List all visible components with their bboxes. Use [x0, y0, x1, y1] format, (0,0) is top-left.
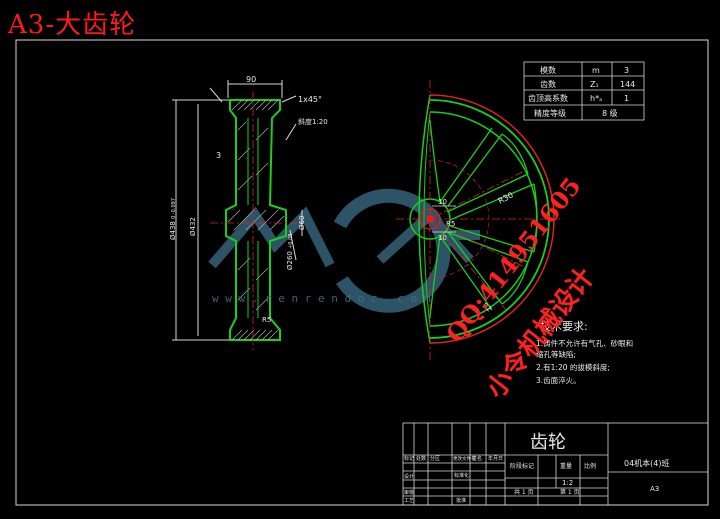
title-row-label-5: 签名 — [472, 455, 482, 462]
title-sheets: 共 1 页 — [514, 488, 534, 496]
tech-item-1: 1.铸件不允许有气孔、砂眼和 — [536, 338, 633, 348]
dim-width-top: 90 — [246, 75, 256, 84]
title-row-label-6: 年月日 — [488, 455, 503, 462]
param-label-module: 模数 — [540, 65, 556, 75]
title-std-label: 标准化 — [454, 472, 469, 479]
dim-root-diameter: Ø432 — [189, 217, 197, 236]
title-scale: 1:2 — [562, 479, 573, 487]
dim-small-radius: R5 — [446, 220, 455, 228]
param-sym-addendum: h*ₐ — [590, 94, 602, 103]
param-table — [523, 61, 645, 121]
title-row-review: 审核 — [404, 489, 414, 496]
watermark-logo — [208, 188, 480, 313]
dim-chamfer: 1x45° — [298, 95, 322, 104]
title-stage-label: 阶段标记 — [510, 462, 534, 470]
tech-title: 技术要求: — [540, 320, 588, 333]
title-org: 04机本(4)班 — [624, 458, 670, 468]
param-label-grade: 精度等级 — [534, 108, 566, 118]
tech-item-3: 3.齿面淬火。 — [536, 375, 581, 385]
dim-outer-tolerance: 0 -0.097 — [171, 198, 177, 219]
dim-angle: 3 — [216, 151, 221, 160]
title-row-design: 设计 — [404, 473, 414, 480]
section-view — [172, 80, 303, 350]
title-size: A3 — [650, 485, 659, 493]
watermark-site: w w w . r e n r e n d o c . c o m — [212, 292, 431, 305]
tech-item-2: 2.有1:20 的拔模斜度; — [536, 362, 610, 372]
param-val-module: 3 — [624, 66, 629, 75]
param-sym-module: m — [592, 66, 600, 75]
tech-item-1b: 缩孔等缺陷; — [536, 349, 576, 359]
title-row-process: 工艺 — [404, 498, 414, 504]
dim-bore-tolerance: +0.08 — [288, 234, 294, 249]
dim-bore-diameter: Ø260 +0.08 — [286, 234, 294, 270]
title-row-label-2: 处数 — [416, 455, 426, 462]
dim-hub-diameter: Ø60 — [298, 216, 306, 230]
gear-section-outline — [225, 99, 287, 341]
title-row-label-4: 更改文件号 — [453, 455, 476, 462]
dim-outer-diameter: Ø438 0 -0.097 — [169, 198, 177, 240]
title-scale-label: 比例 — [584, 462, 596, 470]
param-val-grade: 8 级 — [602, 108, 618, 118]
dim-bore-diameter-value: Ø260 — [286, 251, 294, 270]
dim-web-thickness: 10 — [438, 198, 447, 206]
param-label-addendum: 齿顶高系数 — [528, 93, 568, 103]
title-block — [402, 422, 709, 506]
dim-web-thickness-2: 10 — [438, 234, 447, 242]
param-val-addendum: 1 — [624, 94, 629, 103]
overlay-title: A3-大齿轮 — [8, 10, 137, 40]
title-part-name: 齿轮 — [530, 432, 566, 453]
drawing-border — [15, 39, 709, 506]
dim-taper: 斜度1:20 — [298, 117, 328, 126]
dim-outer-diameter-value: Ø438 — [169, 221, 177, 240]
title-weight-label: 重量 — [560, 462, 572, 470]
dim-hub-radius: R5 — [262, 316, 271, 324]
title-sheet-no: 第 1 页 — [560, 488, 580, 496]
param-label-teeth: 齿数 — [540, 79, 556, 89]
param-val-teeth: 144 — [620, 80, 635, 89]
front-view — [396, 80, 560, 360]
param-sym-teeth: Z₁ — [590, 80, 599, 89]
title-row-label-1: 标记 — [404, 455, 414, 462]
title-approve-label: 批准 — [456, 497, 466, 504]
title-row-label-3: 分区 — [430, 455, 440, 462]
